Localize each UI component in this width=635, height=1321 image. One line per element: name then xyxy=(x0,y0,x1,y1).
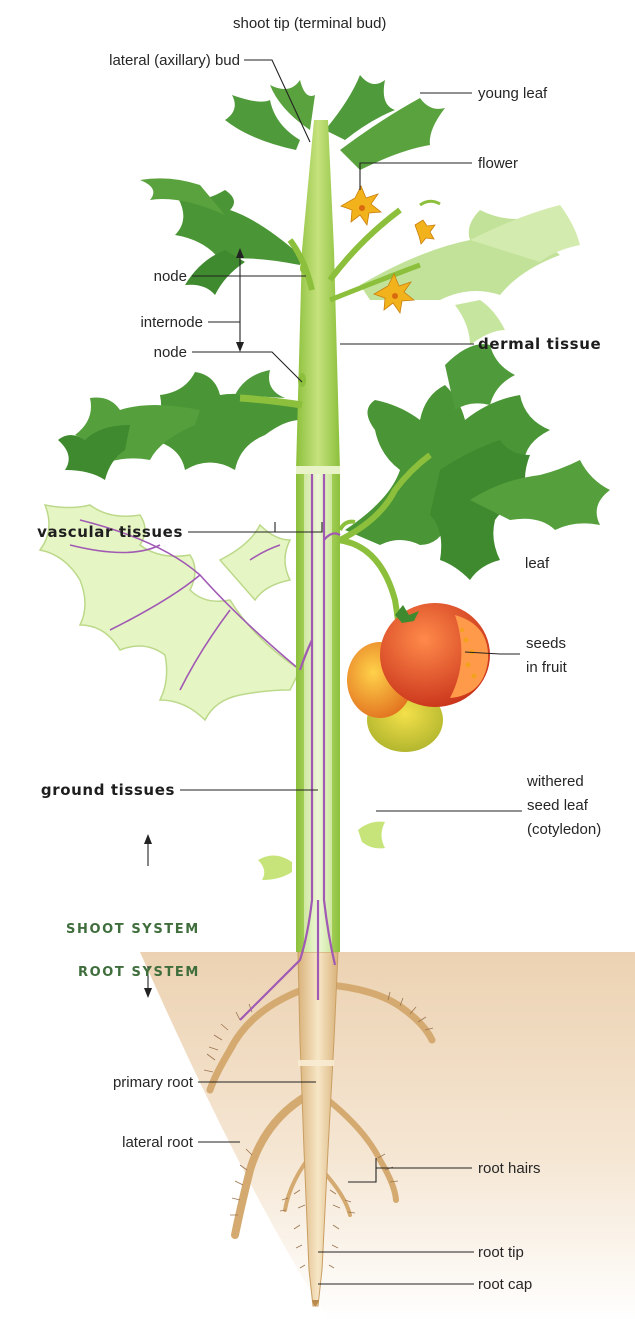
label-node-upper: node xyxy=(154,268,187,285)
label-seeds-line1: seeds xyxy=(526,635,566,652)
label-lateral-bud: lateral (axillary) bud xyxy=(109,52,240,69)
label-withered-line2: seed leaf xyxy=(527,797,589,814)
soil-region xyxy=(140,952,635,1321)
label-root-system: ROOT SYSTEM xyxy=(78,965,200,980)
fruit-art xyxy=(347,603,490,752)
label-vascular-tissues: vascular tissues xyxy=(37,523,183,541)
label-withered-line1: withered xyxy=(526,773,584,790)
label-root-tip: root tip xyxy=(478,1244,524,1261)
label-lateral-root: lateral root xyxy=(122,1134,194,1151)
label-primary-root: primary root xyxy=(113,1074,194,1091)
label-withered-line3: (cotyledon) xyxy=(527,821,601,838)
label-flower: flower xyxy=(478,155,518,172)
label-young-leaf: young leaf xyxy=(478,85,548,102)
label-root-hairs: root hairs xyxy=(478,1160,541,1177)
label-seeds-line2: in fruit xyxy=(526,659,568,676)
label-dermal-tissue: dermal tissue xyxy=(478,335,601,353)
label-shoot-tip: shoot tip (terminal bud) xyxy=(233,15,386,32)
label-root-cap: root cap xyxy=(478,1276,532,1293)
label-node-lower: node xyxy=(154,344,187,361)
label-internode: internode xyxy=(140,314,203,331)
label-leaf: leaf xyxy=(525,555,550,572)
label-shoot-system: SHOOT SYSTEM xyxy=(66,922,200,937)
label-ground-tissues: ground tissues xyxy=(41,781,175,799)
